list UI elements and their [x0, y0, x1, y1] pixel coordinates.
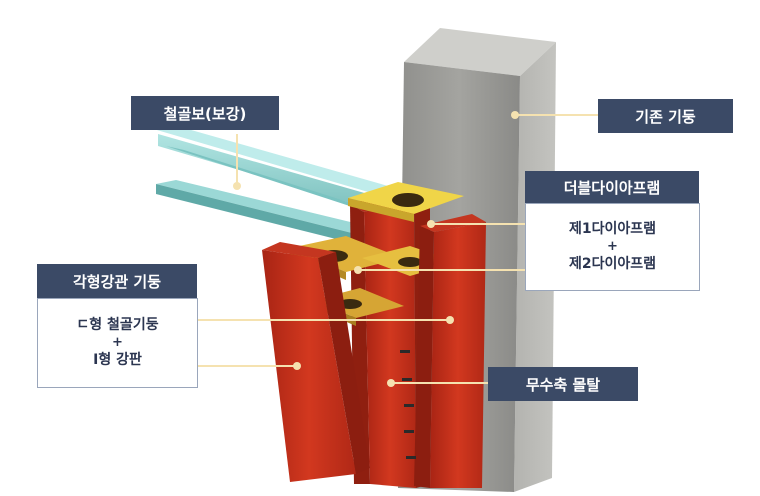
column-detail-box: ㄷ형 철골기둥 + I형 강판 [37, 298, 198, 388]
i-steel-plate [262, 242, 370, 482]
label-channel-column: ㄷ형 철골기둥 [76, 317, 159, 333]
label-i-plate: I형 강판 [93, 352, 142, 368]
steel-beam [150, 124, 395, 248]
anchor-bolts [400, 350, 416, 459]
label-diaphragm-2: 제2다이아프램 [568, 256, 657, 272]
label-existing-column: 기존 기둥 [598, 99, 733, 133]
label-double-diaphragm: 더블다이아프램 [525, 171, 699, 203]
label-steel-beam: 철골보(보강) [131, 96, 279, 130]
double-diaphragm-plate [348, 182, 464, 222]
plus-sign-1: + [607, 239, 618, 254]
label-diaphragm-1: 제1다이아프램 [568, 221, 657, 237]
leader-dots [233, 111, 519, 387]
label-non-shrink-mortar: 무수축 몰탈 [488, 367, 638, 401]
plus-sign-2: + [112, 335, 123, 350]
front-steel-column [414, 214, 486, 488]
label-square-tube-column: 각형강관 기둥 [37, 264, 197, 298]
diaphragm-detail-box: 제1다이아프램 + 제2다이아프램 [525, 203, 700, 291]
